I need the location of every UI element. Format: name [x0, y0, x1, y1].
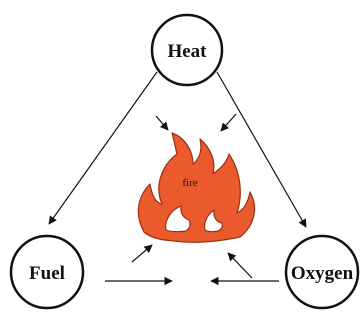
node-heat: Heat — [150, 13, 224, 87]
arrow-heat-left-to-fire — [155, 115, 169, 131]
flame-icon: fire — [137, 132, 256, 243]
node-fuel-label: Fuel — [29, 263, 65, 284]
node-oxygen: Oxygen — [284, 234, 360, 310]
connector-heat-to-oxygen — [216, 71, 307, 228]
node-fuel: Fuel — [9, 234, 85, 310]
arrow-oxygen-to-fire — [227, 252, 253, 279]
fire-label: fire — [182, 177, 197, 189]
flame-shape — [137, 132, 256, 243]
arrow-fuel-to-fire — [131, 244, 153, 263]
node-oxygen-label: Oxygen — [291, 263, 354, 284]
node-heat-label: Heat — [167, 41, 207, 62]
connector-heat-to-fuel — [48, 71, 158, 225]
arrow-heat-right-to-fire — [220, 113, 237, 132]
